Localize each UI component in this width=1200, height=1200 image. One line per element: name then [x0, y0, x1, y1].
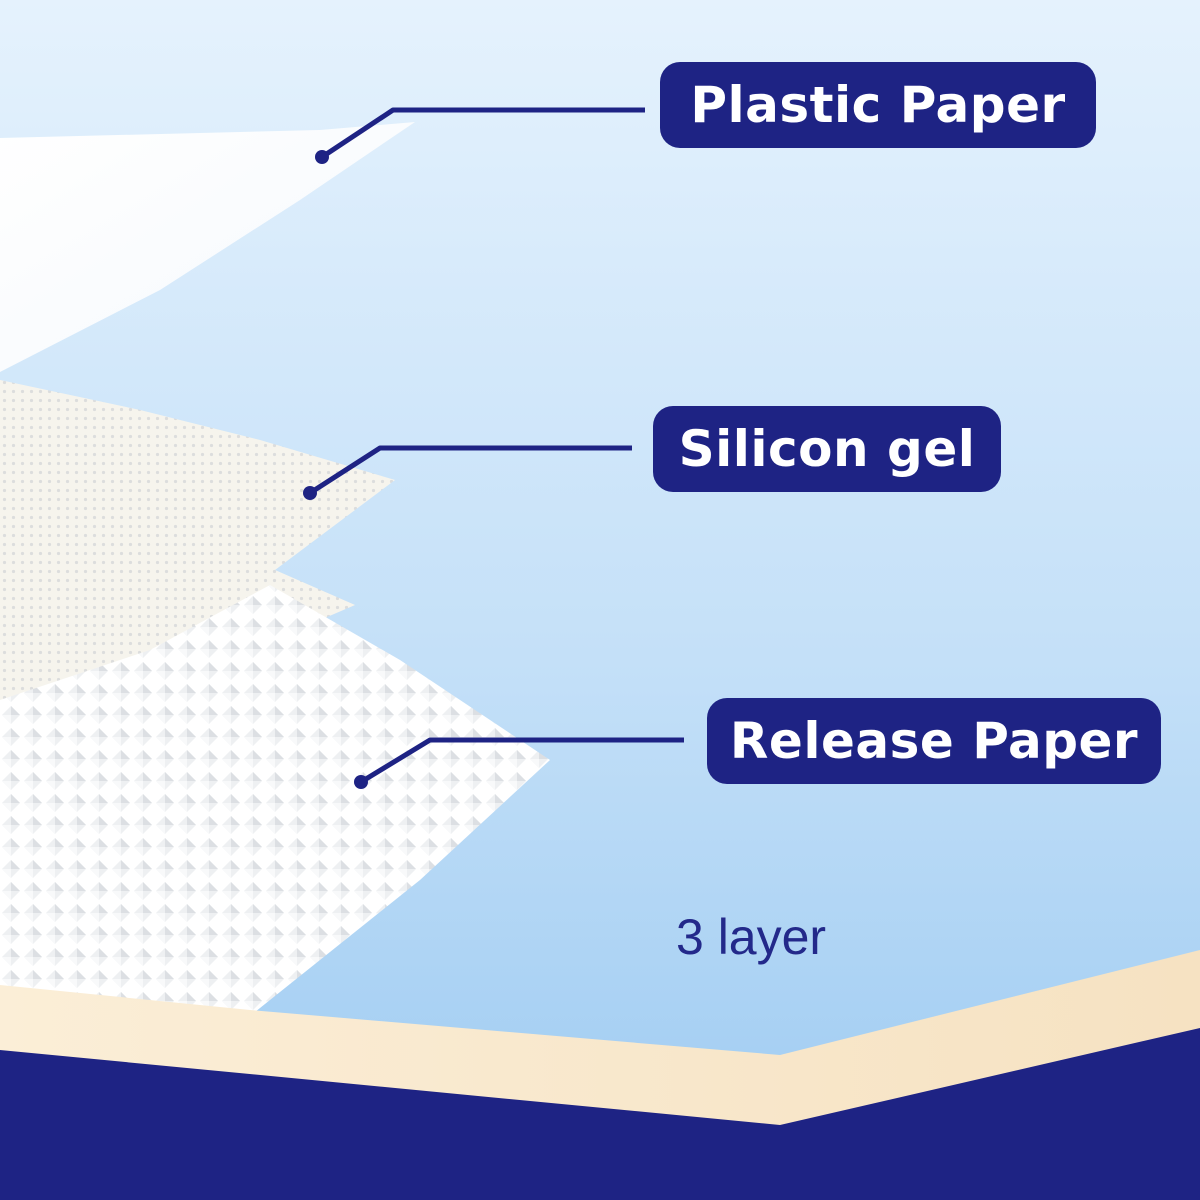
release-paper-label: Release Paper: [707, 698, 1161, 784]
silicon-gel-sheet: [0, 380, 395, 760]
plastic-paper-sheet: [0, 122, 415, 372]
plastic-paper-dot: [315, 150, 329, 164]
plastic-paper-label: Plastic Paper: [660, 62, 1096, 148]
silicon-gel-dot: [303, 486, 317, 500]
release-paper-dot: [354, 775, 368, 789]
plastic-paper-leader: [320, 107, 645, 160]
silicon-gel-leader: [308, 445, 632, 496]
release-paper-sheet: [0, 585, 550, 1012]
layer-count-caption: 3 layer: [676, 909, 827, 965]
bottom-navy-band: [0, 1028, 1200, 1200]
silicon-gel-label: Silicon gel: [653, 406, 1001, 492]
release-paper-leader: [359, 737, 684, 785]
